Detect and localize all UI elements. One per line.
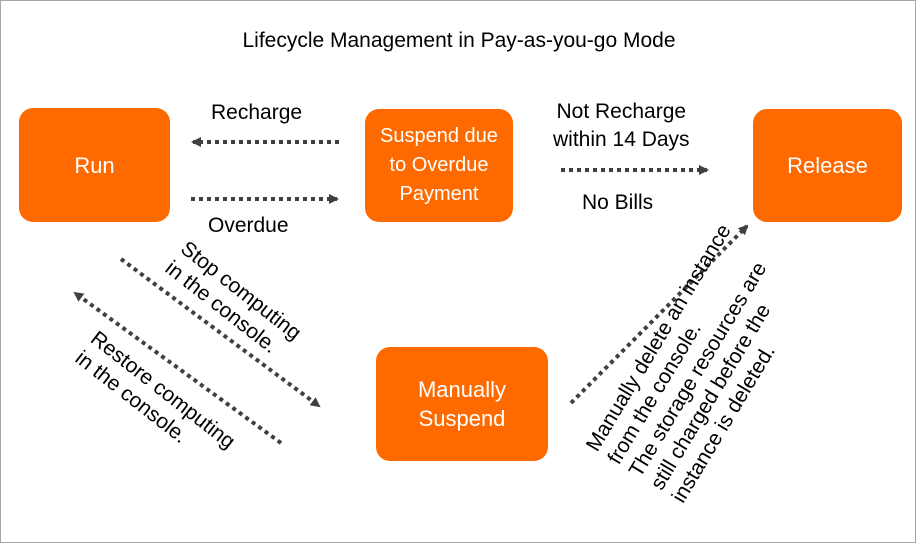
arrow-stop-computing — [119, 257, 321, 408]
diagram-title: Lifecycle Management in Pay-as-you-go Mo… — [242, 29, 676, 52]
arrow-restore-computing — [73, 291, 283, 445]
label-not-recharge: Not Recharge within 14 Days — [553, 100, 690, 151]
arrow-manually-delete — [569, 224, 749, 405]
label-recharge: Recharge — [211, 101, 303, 124]
label-overdue: Overdue — [208, 214, 289, 237]
label-no-bills: No Bills — [582, 191, 654, 214]
node-run: Run — [19, 108, 170, 222]
node-release: Release — [753, 109, 902, 222]
node-manually-suspend: Manually Suspend — [376, 347, 548, 461]
node-suspend-overdue: Suspend due to Overdue Payment — [365, 109, 513, 222]
